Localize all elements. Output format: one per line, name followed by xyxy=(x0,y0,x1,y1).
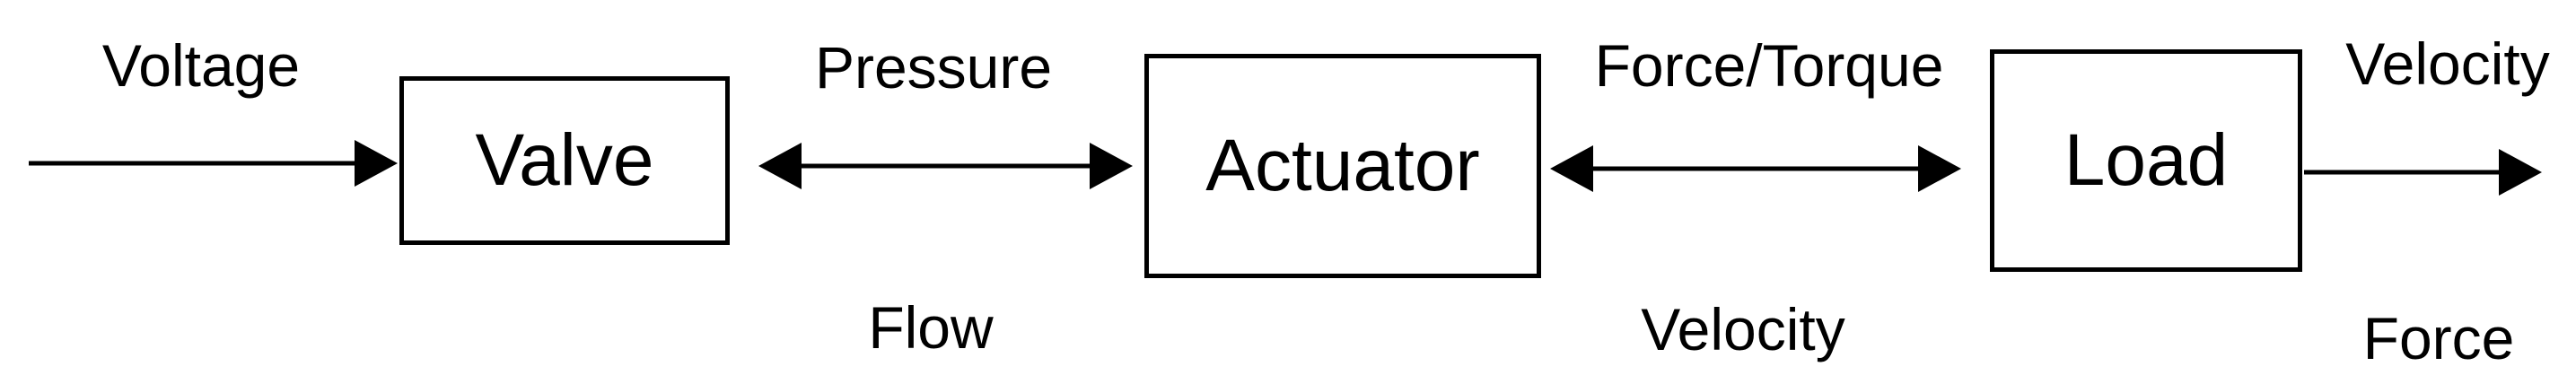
output-arrow xyxy=(2304,149,2542,196)
block-actuator: Actuator xyxy=(1144,54,1541,278)
label-voltage: Voltage xyxy=(101,32,301,99)
valve-actuator-arrow xyxy=(758,143,1133,189)
label-force-out: Force xyxy=(2362,305,2515,371)
label-velocity-out: Velocity xyxy=(2345,31,2550,97)
label-pressure: Pressure xyxy=(814,34,1053,100)
label-velocity-mid: Velocity xyxy=(1641,296,1845,362)
block-valve: Valve xyxy=(399,76,730,245)
label-force-torque: Force/Torque xyxy=(1594,32,1944,99)
input-arrow xyxy=(29,140,398,187)
block-valve-label: Valve xyxy=(475,119,654,201)
actuator-load-arrow xyxy=(1550,145,1961,192)
block-load: Load xyxy=(1990,49,2302,272)
label-flow: Flow xyxy=(868,294,994,361)
block-actuator-label: Actuator xyxy=(1205,125,1480,206)
block-load-label: Load xyxy=(2063,119,2229,201)
